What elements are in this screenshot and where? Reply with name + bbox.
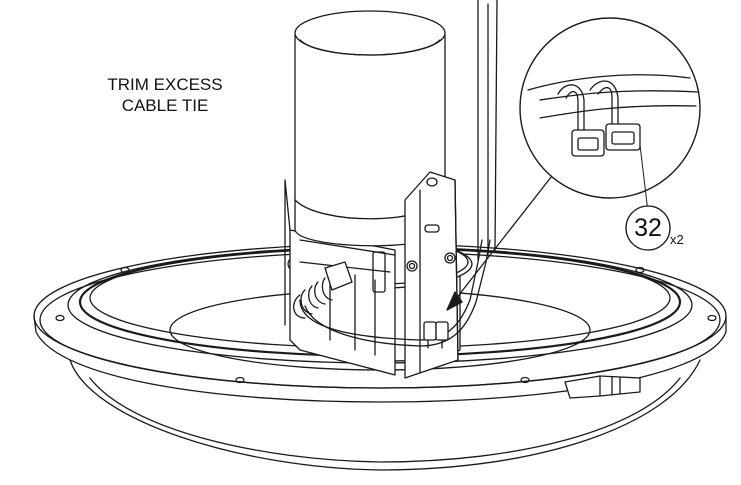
bracket-screw [444, 252, 456, 264]
cable [299, 239, 483, 341]
instruction-line-1: TRIM EXCESS [107, 75, 223, 94]
cable-tie-icon [589, 80, 641, 151]
base-bowl [69, 359, 701, 471]
part-callout-circle [625, 205, 671, 251]
bolt-hole [635, 266, 645, 274]
bolt-hole [120, 266, 130, 274]
vertical-bracket [404, 171, 459, 379]
cable-tie-icon [423, 321, 449, 349]
cable-coil [293, 277, 333, 319]
bolt-hole [520, 376, 530, 384]
leader-arrow-icon [454, 171, 556, 301]
instruction-text: TRIM EXCESS CABLE TIE [70, 74, 260, 116]
cable-tie-icon [557, 84, 605, 157]
bolt-hole [55, 314, 65, 322]
instruction-line-2: CABLE TIE [121, 96, 209, 115]
bolt-hole [235, 376, 245, 384]
bracket-screw [406, 260, 418, 272]
bolt-hole [707, 314, 717, 322]
connector-nut [324, 261, 353, 291]
part-number: 32 [634, 214, 662, 242]
driver-housing [289, 229, 396, 376]
vertical-pole [477, 0, 498, 261]
part-quantity: x2 [670, 232, 684, 247]
